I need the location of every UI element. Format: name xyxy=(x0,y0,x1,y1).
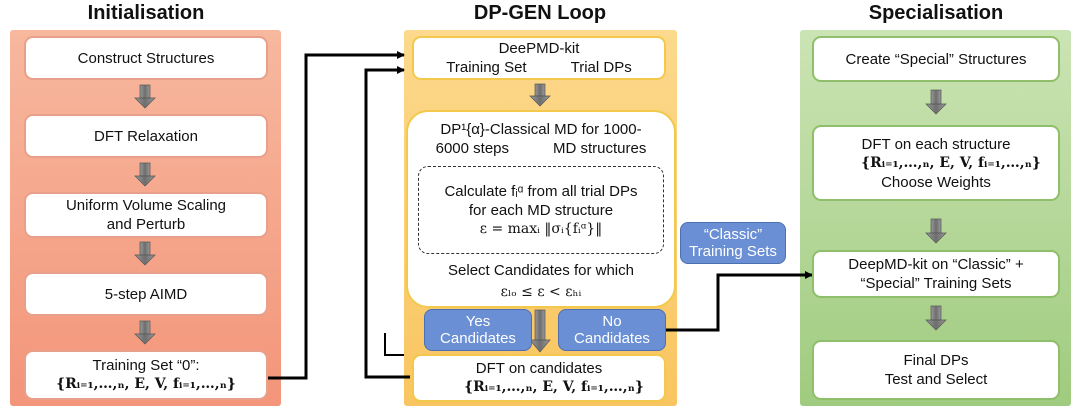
dft-candidates-label: DFT on candidates xyxy=(475,360,603,377)
spec-deepmd-line1: DeepMD-kit on “Classic” + xyxy=(848,256,1024,273)
classic-line2: Training Sets xyxy=(689,243,777,260)
uniform-volume-box: Uniform Volume Scaling and Perturb xyxy=(24,192,268,238)
spec-dft-formula: {Rᵢ₌₁,…,ₙ, E, V, fᵢ₌₁,…,ₙ} xyxy=(861,154,1041,171)
down-arrow-loop-2 xyxy=(529,309,551,353)
test-select-label: Test and Select xyxy=(884,371,988,388)
down-arrow-spec-3 xyxy=(925,305,947,331)
training-set-0-box: Training Set “0”: {Rᵢ₌₁,…,ₙ, E, V, fᵢ₌₁,…… xyxy=(24,350,268,400)
create-special-label: Create “Special” Structures xyxy=(845,50,1027,68)
md-steps-label: 6000 steps xyxy=(435,140,510,157)
dft-relaxation-box: DFT Relaxation xyxy=(24,114,268,158)
arrow-no-to-spec xyxy=(660,271,813,332)
spec-deepmd-line2: “Special” Training Sets xyxy=(860,275,1012,292)
calc-line2: for each MD structure xyxy=(468,201,614,219)
dft-relaxation-label: DFT Relaxation xyxy=(94,127,198,145)
md-line1: DP¹{α}-Classical MD for 1000- xyxy=(440,121,642,138)
calc-line3: ε = maxᵢ ‖σᵢ{fᵢᵅ}‖ xyxy=(479,220,603,237)
dft-candidates-box: DFT on candidates {Rᵢ₌₁,…,ₙ, E, V, fᵢ₌₁,…… xyxy=(412,354,666,402)
down-arrow-init-1 xyxy=(134,84,156,109)
training-set-0-formula: {Rᵢ₌₁,…,ₙ, E, V, fᵢ₌₁,…,ₙ} xyxy=(56,376,236,392)
specialisation-title: Specialisation xyxy=(868,2,1004,24)
down-arrow-init-2 xyxy=(134,162,156,187)
construct-structures-box: Construct Structures xyxy=(24,36,268,80)
uniform-volume-label: Uniform Volume Scaling xyxy=(65,197,227,214)
dp-gen-loop-title: DP-GEN Loop xyxy=(473,2,607,24)
down-arrow-spec-2 xyxy=(925,218,947,244)
aimd-box: 5-step AIMD xyxy=(24,272,268,316)
training-set-label: Training Set xyxy=(446,59,527,76)
construct-structures-label: Construct Structures xyxy=(77,49,215,67)
no-line2: Candidates xyxy=(574,330,650,347)
select-line1: Select Candidates for which xyxy=(448,262,634,279)
arrow-init-to-deepmd xyxy=(265,51,405,380)
yes-line2: Candidates xyxy=(440,330,516,347)
yes-line1: Yes xyxy=(465,313,491,330)
no-line1: No xyxy=(602,313,622,330)
and-perturb-label: and Perturb xyxy=(106,216,186,233)
final-dps-label: Final DPs xyxy=(903,352,969,369)
initialisation-title: Initialisation xyxy=(87,2,205,24)
choose-weights-label: Choose Weights xyxy=(881,173,991,191)
down-arrow-spec-1 xyxy=(925,89,947,115)
classic-training-sets-tag: “Classic”Training Sets xyxy=(680,222,786,264)
md-candidates-box: DP¹{α}-Classical MD for 1000- 6000 steps… xyxy=(406,110,676,308)
calculate-forces-box: Calculate fᵢᵅ from all trial DPs for eac… xyxy=(418,166,664,254)
deepmd-classic-special-box: DeepMD-kit on “Classic” + “Special” Train… xyxy=(812,250,1060,298)
create-special-box: Create “Special” Structures xyxy=(812,36,1060,82)
training-set-0-label: Training Set “0”: xyxy=(92,357,200,374)
arrow-dft-loop-back xyxy=(364,66,410,379)
dft-each-structure-box: DFT on each structure{Rᵢ₌₁,…,ₙ, E, V, fᵢ… xyxy=(812,125,1060,201)
down-arrow-init-4 xyxy=(134,320,156,345)
select-line2: εₗₒ ≤ ε < εₕᵢ xyxy=(500,284,582,300)
classic-line1: “Classic” xyxy=(703,226,763,243)
calc-line1: Calculate fᵢᵅ from all trial DPs xyxy=(444,182,638,200)
md-structures-label: MD structures xyxy=(553,140,647,157)
trial-dps-label: Trial DPs xyxy=(570,59,632,76)
deepmd-kit-label: DeePMD-kit xyxy=(498,40,580,57)
md-line2: 6000 steps MD structures xyxy=(436,139,647,158)
deepmd-line2: Training Set Trial DPs xyxy=(446,58,631,77)
down-arrow-loop-1 xyxy=(529,83,551,107)
spec-dft-line1: DFT on each structure xyxy=(861,135,1011,153)
dft-candidates-formula: {Rᵢ₌₁,…,ₙ, E, V, fᵢ₌₁,…,ₙ} xyxy=(464,379,644,395)
arrow-yes-to-dft xyxy=(384,333,404,356)
aimd-label: 5-step AIMD xyxy=(104,285,188,303)
down-arrow-init-3 xyxy=(134,241,156,266)
